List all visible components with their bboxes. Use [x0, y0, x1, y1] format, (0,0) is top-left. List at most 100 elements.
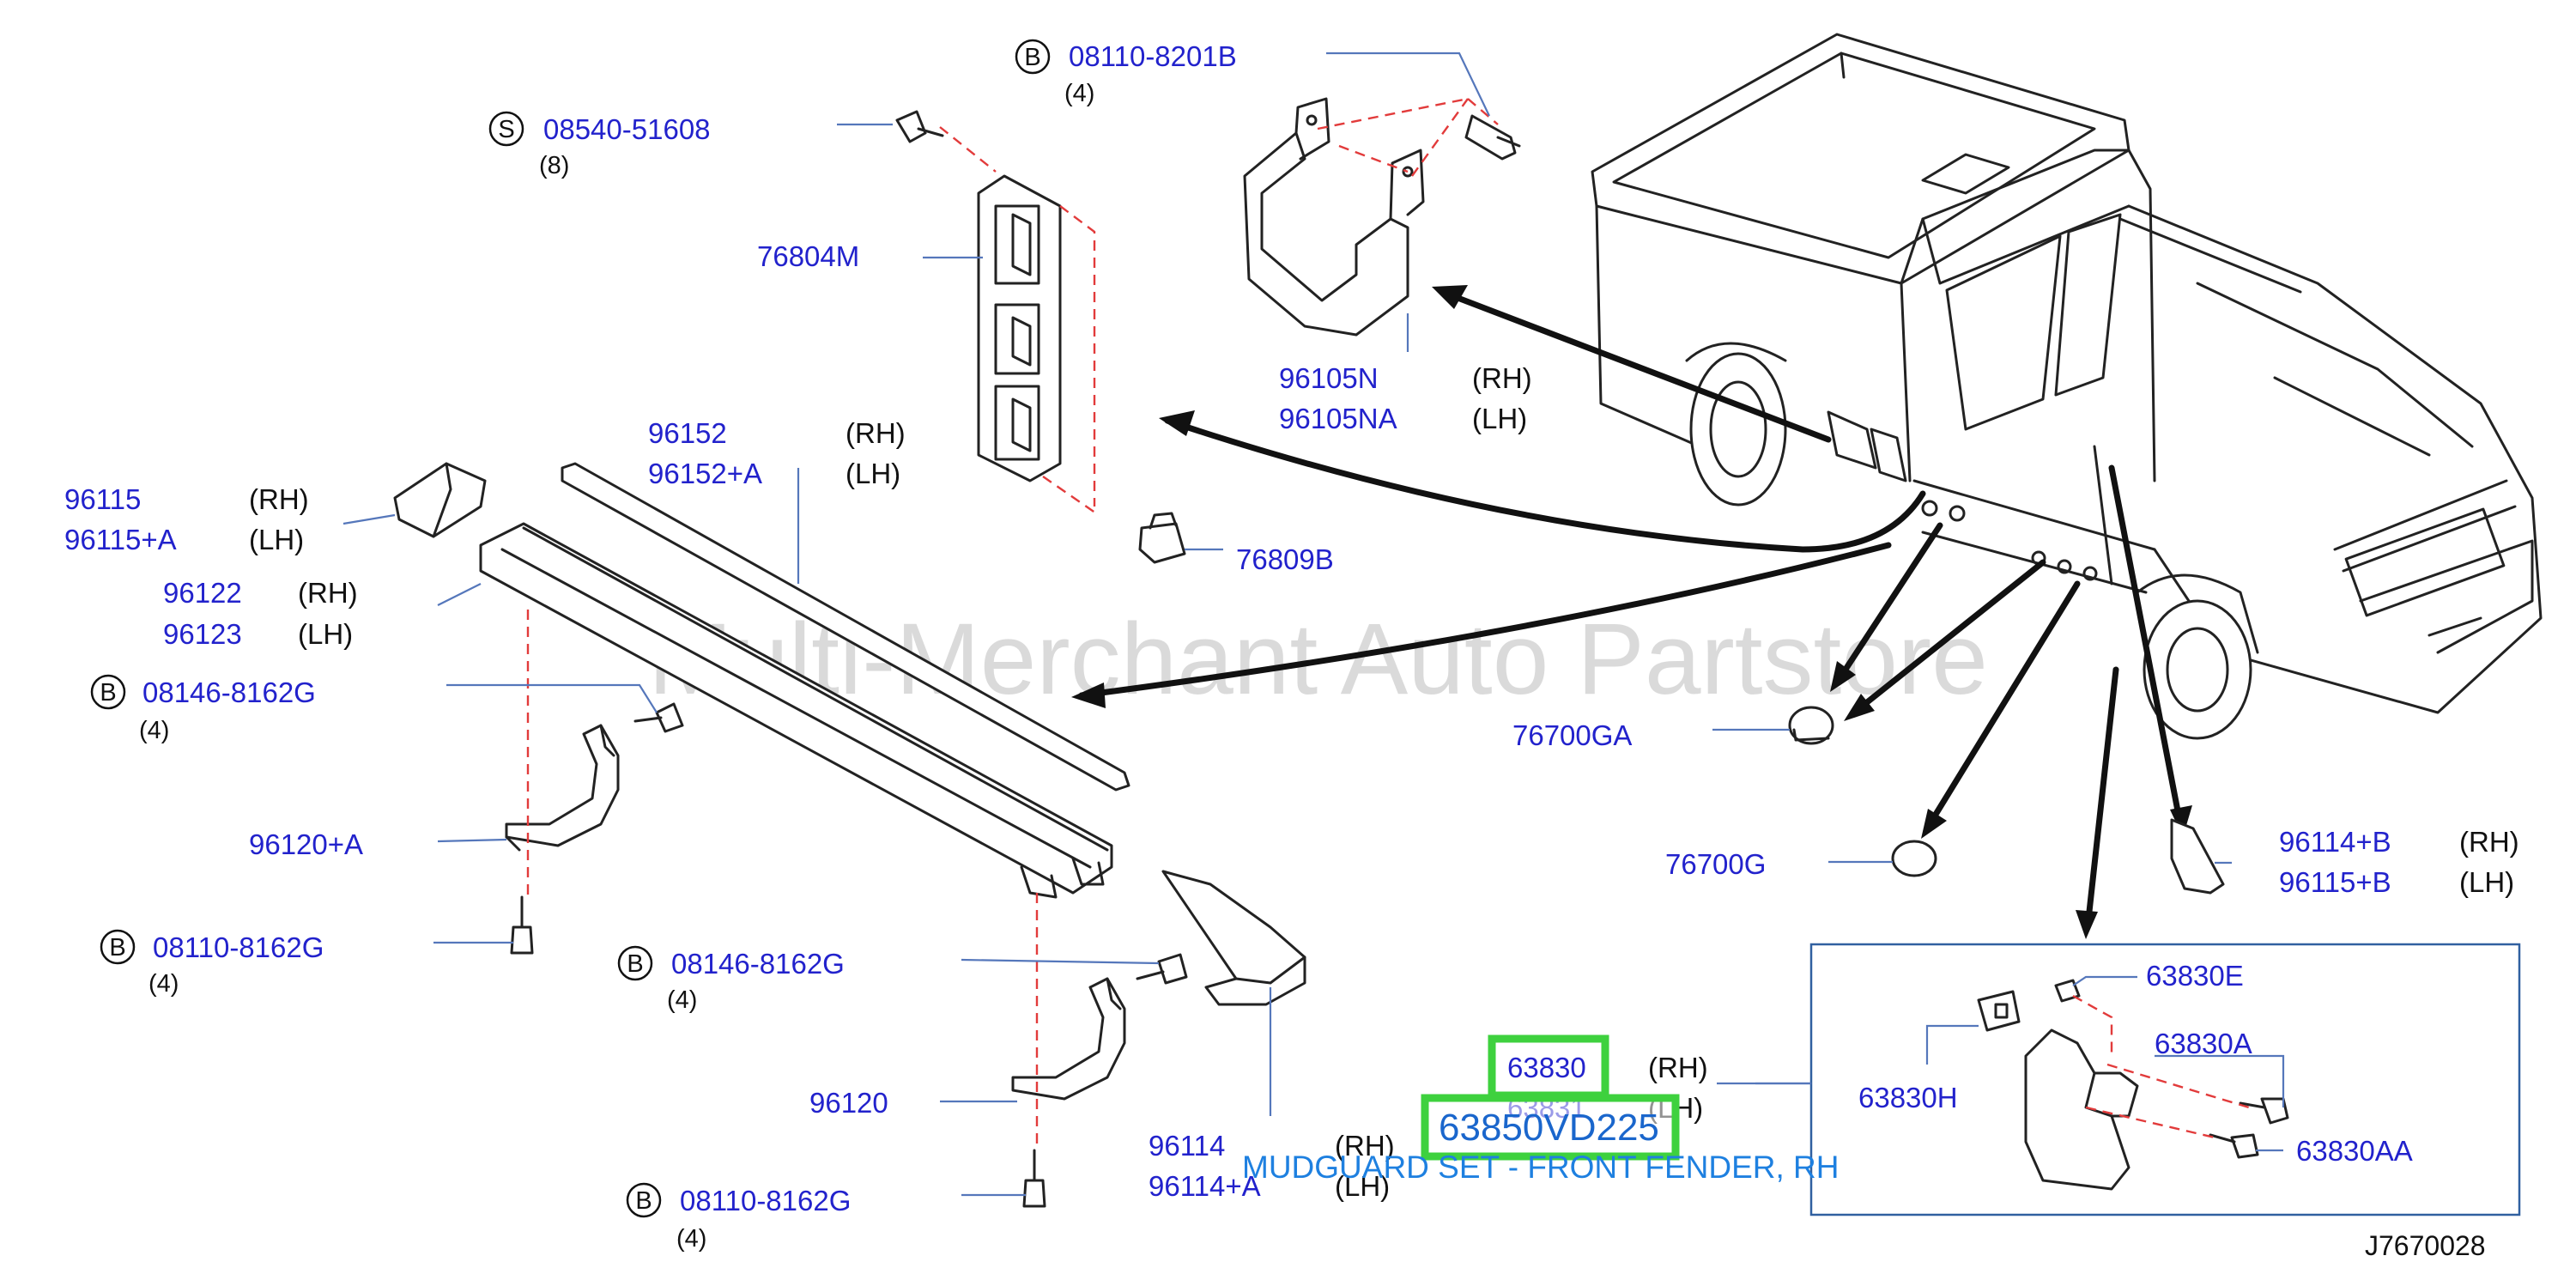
label-63830a: 63830A [2155, 1028, 2252, 1059]
svg-text:08540-51608: 08540-51608 [543, 113, 711, 145]
label-96120: 96120 [809, 1087, 888, 1119]
svg-text:(4): (4) [1064, 80, 1094, 107]
svg-text:63830: 63830 [1507, 1052, 1586, 1083]
svg-text:(RH): (RH) [1472, 362, 1532, 394]
svg-text:08110-8162G: 08110-8162G [680, 1185, 851, 1216]
part-number-highlight[interactable]: 63850VD225 [1421, 1094, 1680, 1161]
bolt-08146-8162g-top [633, 702, 684, 733]
rear-wheel [1689, 352, 1787, 507]
svg-text:(4): (4) [148, 970, 179, 998]
screw-63830a [2239, 1097, 2289, 1125]
svg-text:S: S [498, 116, 514, 143]
svg-text:(4): (4) [139, 717, 169, 744]
plug-76700ga [1788, 706, 1834, 745]
pointer-arrows [1071, 285, 2192, 939]
svg-text:96114: 96114 [1149, 1130, 1225, 1162]
svg-text:(LH): (LH) [298, 618, 353, 650]
label-76700ga: 76700GA [1512, 719, 1632, 751]
label-96105n: 96105N (RH) 96105NA (LH) [1279, 362, 1532, 434]
label-63830e: 63830E [2146, 960, 2244, 992]
bracket-96115 [393, 462, 487, 538]
svg-text:B: B [627, 950, 643, 978]
svg-text:96105N: 96105N [1279, 362, 1379, 394]
svg-text:96115+B: 96115+B [2279, 866, 2391, 898]
svg-text:(LH): (LH) [249, 524, 304, 555]
label-08146-8162g-top: B 08146-8162G (4) [90, 674, 316, 744]
svg-text:(LH): (LH) [1335, 1170, 1390, 1202]
svg-text:(RH): (RH) [249, 483, 309, 515]
svg-text:96114+A: 96114+A [1149, 1170, 1261, 1202]
svg-text:96105NA: 96105NA [1279, 403, 1397, 434]
svg-text:96115+A: 96115+A [64, 524, 177, 555]
label-08110-8201b: B 08110-8201B (4) [1015, 39, 1237, 107]
moulding-96152 [561, 462, 1130, 792]
diagram-id: J7670028 [2365, 1230, 2486, 1261]
leader-lines [342, 52, 2232, 1197]
highlight-part-number: 63850VD225 [1439, 1107, 1659, 1149]
bolt-08146-8162g-mid [1136, 953, 1188, 985]
svg-text:(4): (4) [676, 1225, 706, 1253]
label-76809b: 76809B [1236, 543, 1334, 575]
svg-text:08146-8162G: 08146-8162G [671, 948, 845, 980]
svg-text:08110-8162G: 08110-8162G [153, 931, 324, 963]
svg-text:08110-8201B: 08110-8201B [1069, 40, 1237, 72]
svg-text:B: B [109, 934, 125, 962]
svg-text:(4): (4) [667, 986, 697, 1014]
svg-text:(8): (8) [539, 152, 569, 179]
label-96114b: 96114+B (RH) 96115+B (LH) [2279, 826, 2519, 898]
label-63830aa: 63830AA [2296, 1135, 2413, 1167]
label-76700g: 76700G [1665, 848, 1766, 880]
svg-text:(LH): (LH) [2459, 866, 2514, 898]
label-08540-51608: S 08540-51608 (8) [488, 111, 711, 179]
truck-illustration [1591, 33, 2543, 740]
label-96114: 96114 (RH) 96114+A (LH) [1149, 1130, 1395, 1202]
svg-text:(RH): (RH) [1648, 1052, 1708, 1083]
label-63830h: 63830H [1858, 1082, 1958, 1113]
label-96115: 96115 (RH) 96115+A (LH) [64, 483, 309, 555]
label-08146-8162g-mid: B 08146-8162G (4) [617, 945, 845, 1014]
clip-76809b [1138, 512, 1186, 564]
bracket-96120a [505, 724, 620, 852]
label-96152: 96152 (RH) 96152+A (LH) [648, 417, 906, 489]
screw-08540-51608 [895, 110, 944, 143]
svg-text:(LH): (LH) [846, 458, 900, 489]
label-08110-8162g-bottom: B 08110-8162G (4) [626, 1182, 851, 1253]
bolt-08110-8201b [1464, 114, 1521, 161]
highlight-description: MUDGUARD SET - FRONT FENDER, RH [1242, 1150, 1839, 1185]
mudguard-63830 [1977, 990, 2139, 1191]
svg-text:08146-8162G: 08146-8162G [142, 676, 316, 708]
bracket-96105n [1243, 97, 1425, 337]
plug-76700g [1891, 840, 1937, 877]
label-96120a: 96120+A [249, 828, 363, 860]
svg-text:B: B [100, 679, 116, 707]
moulding-96114b [2170, 818, 2225, 895]
screw-63830aa [2209, 1133, 2259, 1159]
front-wheel [2143, 599, 2252, 740]
splash-guard-96114 [1161, 870, 1306, 1006]
clip-strip-76804m [977, 174, 1062, 482]
svg-text:96122: 96122 [163, 577, 242, 609]
svg-text:(RH): (RH) [846, 417, 906, 449]
bracket-96120 [1011, 977, 1126, 1101]
svg-text:96123: 96123 [163, 618, 242, 650]
label-96122: 96122 (RH) 96123 (LH) [163, 577, 358, 650]
svg-text:B: B [635, 1187, 652, 1215]
svg-text:(LH): (LH) [1472, 403, 1527, 434]
label-76804m: 76804M [757, 240, 859, 272]
svg-text:(RH): (RH) [1335, 1130, 1395, 1162]
side-step-96122 [479, 522, 1113, 899]
svg-text:96115: 96115 [64, 483, 141, 515]
label-08110-8162g-left: B 08110-8162G (4) [100, 929, 324, 998]
svg-text:B: B [1024, 44, 1040, 71]
svg-text:96114+B: 96114+B [2279, 826, 2391, 858]
bolt-08110-8162g-bottom [1022, 1149, 1046, 1208]
svg-text:(RH): (RH) [2459, 826, 2519, 858]
svg-text:96152+A: 96152+A [648, 458, 762, 489]
svg-text:(RH): (RH) [298, 577, 358, 609]
svg-text:96152: 96152 [648, 417, 727, 449]
label-63830-highlight[interactable]: 63830 (RH) [1488, 1034, 1708, 1100]
mudguard-inset-box [1809, 943, 2521, 1216]
bolt-08110-8162g-left [510, 895, 534, 955]
